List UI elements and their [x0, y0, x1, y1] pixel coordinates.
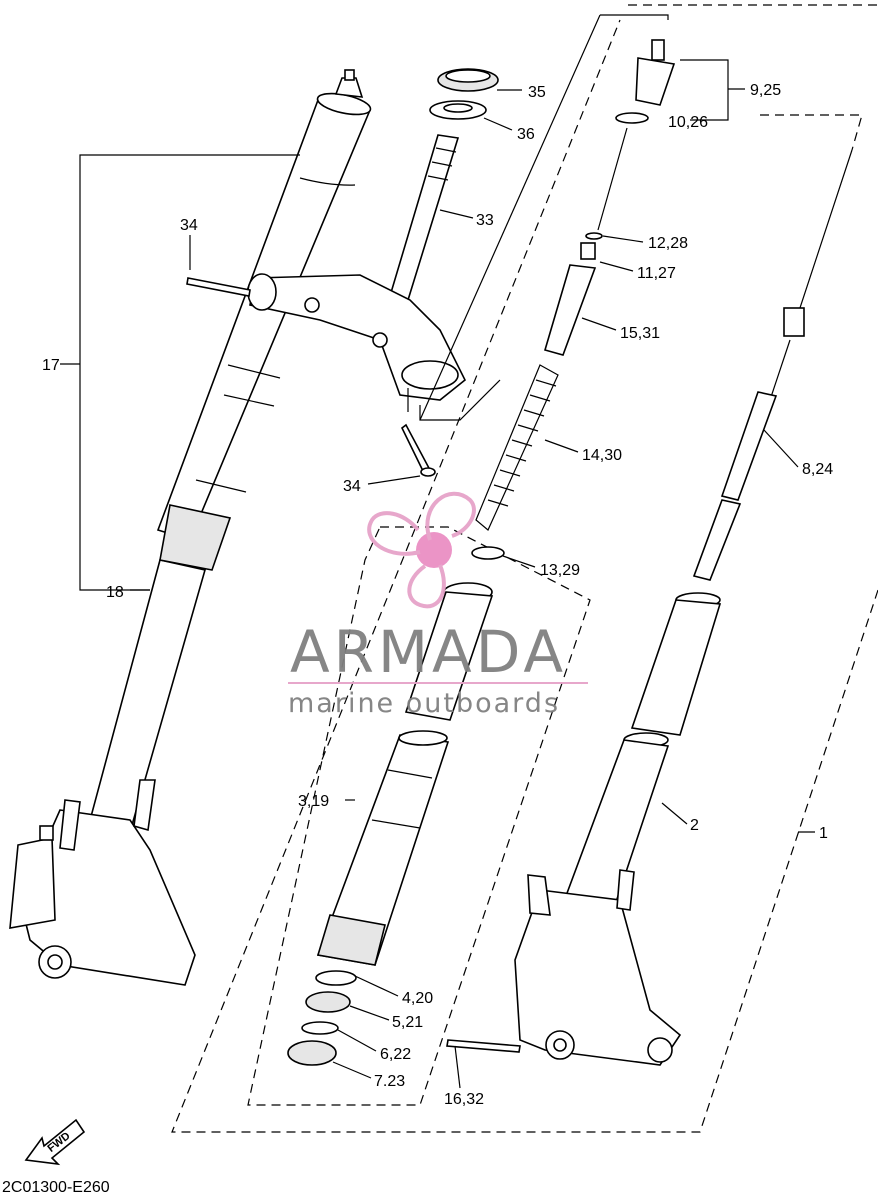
steering-stem-assembly: [186, 68, 501, 477]
label-6-22: 6,22: [380, 1046, 411, 1063]
label-34-bottom: 34: [343, 478, 361, 495]
callout-labels: 35 36 33 34 34 17 18 9,25 10,26 12,28 11…: [42, 82, 833, 1108]
label-1: 1: [819, 825, 828, 842]
label-17: 17: [42, 357, 60, 374]
label-7-23: 7.23: [374, 1073, 405, 1090]
label-2: 2: [690, 817, 699, 834]
label-36: 36: [517, 126, 535, 143]
label-11-27: 11,27: [637, 265, 676, 282]
fwd-indicator: FWD: [24, 1118, 86, 1166]
logo-dot: [416, 532, 452, 568]
label-34-top: 34: [180, 217, 198, 234]
label-12-28: 12,28: [648, 235, 688, 252]
diagram-code: 2C01300-E260: [2, 1179, 110, 1194]
label-16-32: 16,32: [444, 1091, 484, 1108]
label-13-29: 13,29: [540, 562, 580, 579]
label-35: 35: [528, 84, 546, 101]
label-8-24: 8,24: [802, 461, 833, 478]
fork-assembly-right: [171, 4, 878, 1133]
fork-assembly-left: [9, 69, 372, 986]
logo-petal-bottom: [407, 564, 446, 609]
label-4-20: 4,20: [402, 990, 433, 1007]
brand-name: ARMADA: [290, 618, 567, 686]
label-15-31: 15,31: [620, 325, 660, 342]
leader-lines: [130, 89, 815, 1089]
logo-petal-top: [425, 491, 476, 541]
damper-parts: [471, 39, 745, 560]
logo-petal-left: [367, 511, 421, 556]
label-10-26: 10,26: [668, 114, 708, 131]
label-5-21: 5,21: [392, 1014, 423, 1031]
label-18: 18: [106, 584, 124, 601]
label-14-30: 14,30: [582, 447, 622, 464]
armada-logo: ARMADA marine outboards: [288, 491, 588, 719]
label-9-25: 9,25: [750, 82, 781, 99]
brand-tagline: marine outboards: [288, 688, 560, 719]
label-3-19: 3,19: [298, 793, 329, 810]
outer-tube-middle: [247, 526, 591, 1106]
fwd-arrow-icon: [24, 1118, 86, 1166]
label-33: 33: [476, 212, 494, 229]
